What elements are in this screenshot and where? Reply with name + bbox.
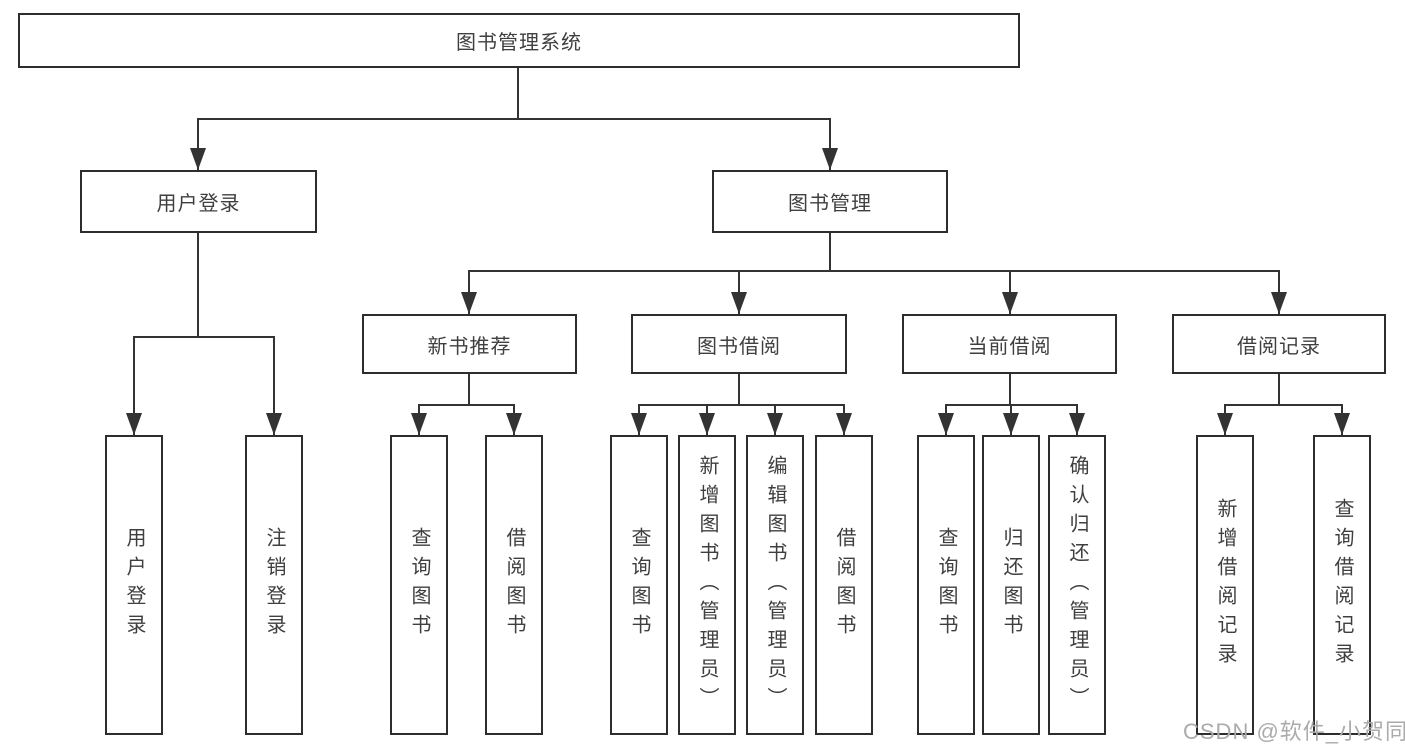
arrow-down-icon (767, 413, 783, 435)
arrow-down-icon (1003, 413, 1019, 435)
leaf-label: 查询借阅记录 (1331, 498, 1353, 672)
leaf-label: 用户登录 (123, 527, 145, 643)
connector-group-branch (1224, 404, 1343, 406)
node-new-book-recommend: 新书推荐 (362, 314, 577, 374)
leaf-label: 查询图书 (628, 527, 650, 643)
leaf-label: 新增图书（管理员） (696, 454, 718, 716)
leaf-label: 查询图书 (408, 527, 430, 643)
arrow-down-icon (506, 413, 522, 435)
leaf-logout: 注销登录 (245, 435, 303, 735)
leaf-query-books-borrowing: 查询图书 (610, 435, 668, 735)
node-label: 图书管理 (788, 193, 872, 215)
arrow-down-icon (126, 413, 142, 435)
arrow-down-icon (1217, 413, 1233, 435)
arrow-down-icon (731, 292, 747, 314)
connector-root-stem (517, 68, 519, 118)
node-book-borrowing: 图书借阅 (631, 314, 847, 374)
arrow-down-icon (411, 413, 427, 435)
arrow-down-icon (699, 413, 715, 435)
connector-group-branch (638, 404, 844, 406)
leaf-query-books-recommend: 查询图书 (390, 435, 448, 735)
node-library-management-system: 图书管理系统 (18, 13, 1020, 68)
leaf-query-books-current: 查询图书 (917, 435, 975, 735)
leaf-label: 注销登录 (263, 527, 285, 643)
leaf-label: 借阅图书 (503, 527, 525, 643)
arrow-down-icon (822, 148, 838, 170)
leaf-label: 查询图书 (935, 527, 957, 643)
node-current-borrowing: 当前借阅 (902, 314, 1117, 374)
leaf-confirm-return-admin: 确认归还（管理员） (1048, 435, 1106, 735)
node-label: 借阅记录 (1237, 335, 1321, 358)
arrow-down-icon (836, 413, 852, 435)
leaf-add-book-admin: 新增图书（管理员） (678, 435, 736, 735)
arrow-down-icon (938, 413, 954, 435)
connector-group-stem (468, 374, 470, 405)
arrow-down-icon (266, 413, 282, 435)
node-label: 图书借阅 (697, 335, 781, 358)
leaf-add-borrow-record: 新增借阅记录 (1196, 435, 1254, 735)
leaf-return-book: 归还图书 (982, 435, 1040, 735)
connector-group-stem (738, 374, 740, 405)
node-label: 当前借阅 (967, 335, 1052, 358)
connector-group-stem (1278, 374, 1280, 405)
leaf-label: 确认归还（管理员） (1066, 454, 1088, 716)
connector-group-branch (418, 404, 515, 406)
leaf-edit-book-admin: 编辑图书（管理员） (746, 435, 804, 735)
leaf-borrow-books-recommend: 借阅图书 (485, 435, 543, 735)
connector-drop (197, 118, 199, 170)
arrow-down-icon (1271, 292, 1287, 314)
node-user-login: 用户登录 (80, 170, 317, 233)
leaf-borrow-books: 借阅图书 (815, 435, 873, 735)
arrow-down-icon (1069, 413, 1085, 435)
connector-drop (273, 336, 275, 435)
arrow-down-icon (631, 413, 647, 435)
node-borrowing-records: 借阅记录 (1172, 314, 1386, 374)
connector-group-stem (1009, 374, 1011, 405)
connector-book-mgmt-branch (468, 270, 1280, 272)
connector-drop (133, 336, 135, 435)
arrow-down-icon (1002, 292, 1018, 314)
node-label: 用户登录 (156, 193, 241, 215)
connector-root-branch (197, 118, 831, 120)
leaf-label: 归还图书 (1000, 527, 1022, 643)
csdn-watermark: CSDN @软件_小贺同学 (1183, 719, 1405, 744)
leaf-label: 新增借阅记录 (1214, 498, 1236, 672)
connector-book-mgmt-stem (829, 233, 831, 272)
arrow-down-icon (190, 148, 206, 170)
connector-drop (829, 118, 831, 170)
arrow-down-icon (461, 292, 477, 314)
leaf-user-login: 用户登录 (105, 435, 163, 735)
node-label: 图书管理系统 (456, 32, 582, 54)
arrow-down-icon (1334, 413, 1350, 435)
leaf-query-borrow-record: 查询借阅记录 (1313, 435, 1371, 735)
node-book-management: 图书管理 (712, 170, 948, 233)
connector-user-login-stem (197, 233, 199, 337)
node-label: 新书推荐 (427, 335, 512, 358)
leaf-label: 编辑图书（管理员） (764, 454, 786, 716)
leaf-label: 借阅图书 (833, 527, 855, 643)
connector-user-login-branch (133, 336, 275, 338)
